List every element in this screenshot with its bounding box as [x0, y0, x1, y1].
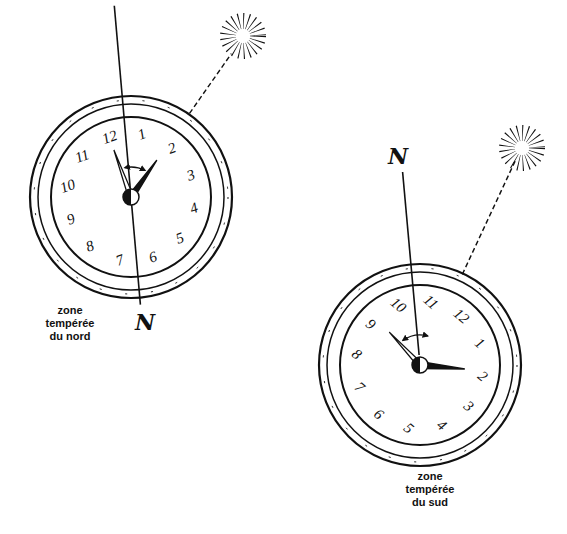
watch-hands-north [114, 150, 157, 205]
watch-north [30, 96, 232, 298]
sun-symbol [228, 21, 258, 51]
north-line [114, 6, 140, 305]
sun-symbol [507, 133, 537, 163]
north-mark: N [135, 310, 155, 334]
sun-line [462, 161, 515, 274]
sun-line [190, 54, 232, 114]
caption-text: zone tempérée du sud [400, 470, 460, 509]
watch-south [319, 264, 521, 466]
north-line [403, 172, 420, 355]
watch-hands-south [389, 332, 465, 373]
north-mark: N [388, 144, 408, 168]
caption-text: zone tempérée du nord [40, 304, 100, 343]
